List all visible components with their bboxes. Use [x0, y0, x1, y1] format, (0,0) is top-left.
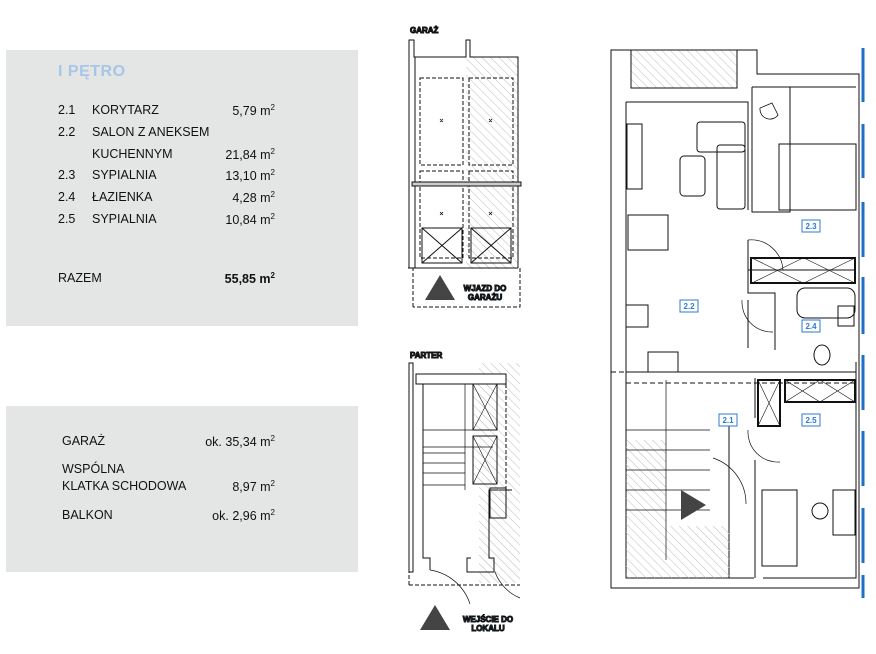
room-area: 4,28 m2: [232, 190, 275, 205]
entry-arrow-icon: [681, 490, 706, 520]
room-label-2-5: 2.5: [801, 413, 821, 427]
ground-floor-plan: PARTER WEJŚCIE DO LOKALU: [408, 351, 521, 634]
room-name: KORYTARZ: [92, 103, 159, 117]
balcony: [630, 49, 738, 89]
extra-area: 8,97 m2: [232, 479, 275, 494]
svg-text:2.5: 2.5: [805, 416, 817, 425]
floor-title: I PĘTRO: [58, 63, 126, 80]
ground-entry-label-line2: LOKALU: [471, 624, 505, 633]
ground-entry-arrow-icon: [420, 605, 450, 630]
room-label-2-1: 2.1: [718, 413, 738, 427]
svg-text:2.3: 2.3: [805, 222, 817, 231]
room-labels: 2.1 2.2 2.3 2.4 2.5: [679, 219, 821, 427]
room-area: 5,79 m2: [232, 103, 275, 118]
room-label-2-2: 2.2: [679, 299, 699, 313]
room-label-2-3: 2.3: [801, 219, 821, 233]
ground-entry-label: WEJŚCIE DO: [463, 615, 513, 624]
room-area: 13,10 m2: [225, 168, 275, 183]
room-name: SYPIALNIA: [92, 212, 157, 226]
extra-name-line2: KLATKA SCHODOWA: [62, 479, 187, 493]
garage-entry-label-line2: GARAŻU: [468, 293, 502, 302]
room-number: 2.3: [58, 168, 76, 182]
room-number: 2.1: [58, 103, 76, 117]
svg-text:2.2: 2.2: [683, 302, 695, 311]
room-name: SALON Z ANEKSEM: [92, 125, 210, 139]
garage-entry-arrow-icon: [425, 275, 455, 300]
extra-name: WSPÓLNA: [62, 462, 125, 476]
garage-plan: GARAŻ WJAZD DO GARAŻU: [408, 26, 522, 308]
room-name: SYPIALNIA: [92, 168, 157, 182]
extra-area: ok. 2,96 m2: [212, 508, 275, 523]
extra-area: ok. 35,34 m2: [205, 434, 275, 449]
garage-plan-label: GARAŻ: [410, 26, 439, 35]
total-area: 55,85 m2: [224, 271, 275, 286]
room-number: 2.2: [58, 125, 76, 139]
ground-plan-label: PARTER: [410, 351, 443, 360]
room-area: 21,84 m2: [225, 147, 275, 162]
room-name-line2: KUCHENNYM: [92, 147, 173, 161]
svg-text:2.4: 2.4: [805, 322, 817, 331]
room-number: 2.4: [58, 190, 76, 204]
extra-name: BALKON: [62, 508, 113, 522]
garage-entry-label: WJAZD DO: [464, 284, 507, 293]
svg-text:2.1: 2.1: [722, 416, 734, 425]
first-floor-plan: [610, 49, 860, 589]
extra-name: GARAŻ: [62, 434, 106, 448]
room-label-2-4: 2.4: [801, 319, 821, 333]
room-number: 2.5: [58, 212, 76, 226]
total-label: RAZEM: [58, 271, 102, 285]
room-area: 10,84 m2: [225, 212, 275, 227]
room-name: ŁAZIENKA: [92, 190, 153, 204]
floor-summary-panel: [6, 50, 358, 326]
extras-panel: [6, 406, 358, 572]
